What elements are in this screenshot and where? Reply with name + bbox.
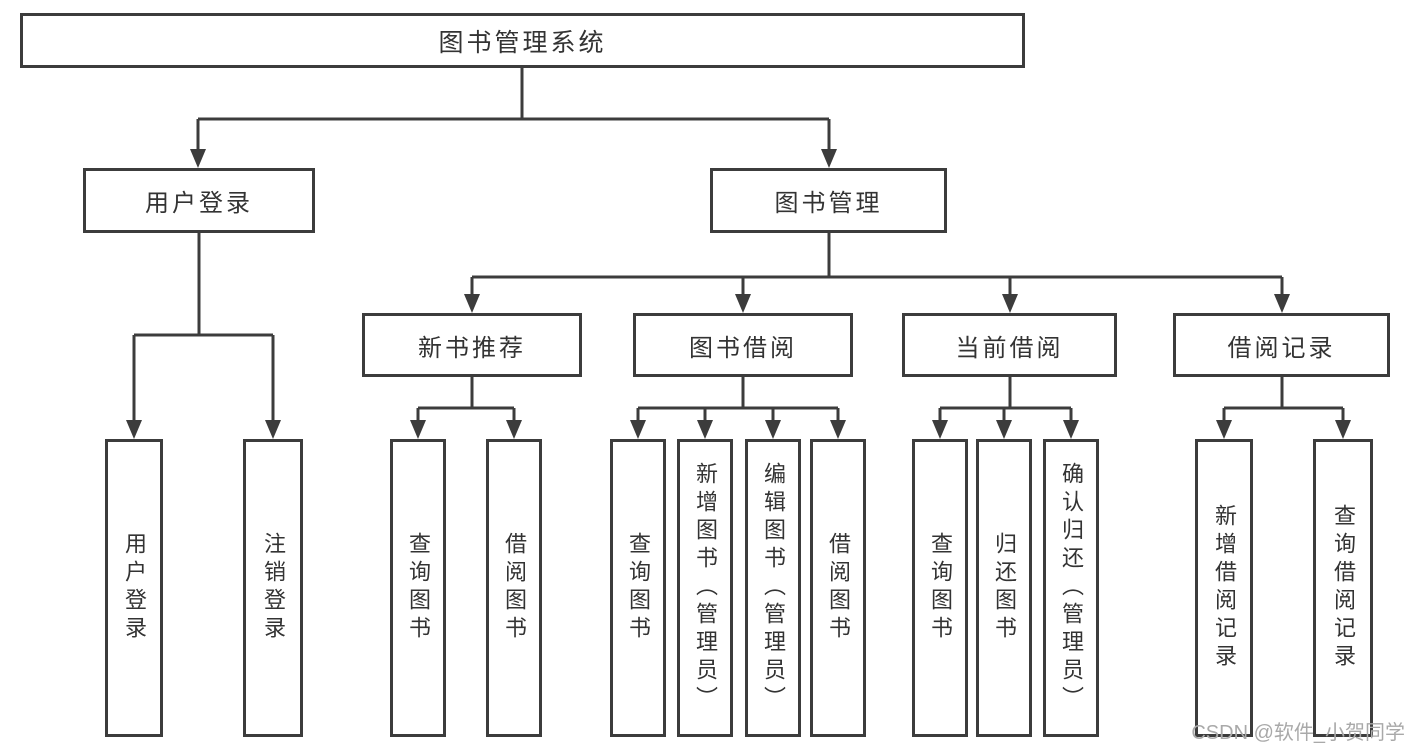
node-book-management: 图书管理 [710, 168, 947, 233]
leaf-br-add-record: 新增借阅记录 [1195, 439, 1253, 737]
leaf-logout: 注销登录 [243, 439, 303, 737]
leaf-user-login: 用户登录 [105, 439, 163, 737]
leaf-bb-borrow-books: 借阅图书 [810, 439, 866, 737]
leaf-cb-confirm-return: 确认归还（管理员） [1043, 439, 1099, 737]
leaf-logout-label: 注销登录 [261, 532, 286, 644]
leaf-nbr-query-books-label: 查询图书 [406, 532, 431, 644]
leaf-cb-return-books: 归还图书 [976, 439, 1032, 737]
arrowheads [126, 149, 1351, 439]
leaf-bb-edit-books-label: 编辑图书（管理员） [761, 462, 786, 714]
leaf-bb-borrow-books-label: 借阅图书 [826, 532, 851, 644]
node-new-book-recommend: 新书推荐 [362, 313, 582, 377]
leaf-br-add-record-label: 新增借阅记录 [1212, 504, 1237, 672]
leaf-bb-add-books-label: 新增图书（管理员） [693, 462, 718, 714]
leaf-br-query-record: 查询借阅记录 [1313, 439, 1373, 737]
leaf-cb-query-books-label: 查询图书 [928, 532, 953, 644]
node-user-login: 用户登录 [83, 168, 315, 233]
leaf-bb-query-books-label: 查询图书 [626, 532, 651, 644]
leaf-cb-query-books: 查询图书 [912, 439, 968, 737]
leaf-bb-edit-books: 编辑图书（管理员） [745, 439, 801, 737]
leaf-bb-add-books: 新增图书（管理员） [677, 439, 733, 737]
node-book-borrow: 图书借阅 [633, 313, 853, 377]
leaf-nbr-borrow-books: 借阅图书 [486, 439, 542, 737]
node-borrow-records: 借阅记录 [1173, 313, 1390, 377]
leaf-br-query-record-label: 查询借阅记录 [1331, 504, 1356, 672]
leaf-bb-query-books: 查询图书 [610, 439, 666, 737]
node-current-borrow: 当前借阅 [902, 313, 1117, 377]
leaf-nbr-borrow-books-label: 借阅图书 [502, 532, 527, 644]
leaf-nbr-query-books: 查询图书 [390, 439, 446, 737]
leaf-cb-confirm-return-label: 确认归还（管理员） [1059, 462, 1084, 714]
node-root: 图书管理系统 [20, 13, 1025, 68]
csdn-watermark: CSDN @软件_小贺同学 [1191, 722, 1405, 744]
leaf-cb-return-books-label: 归还图书 [992, 532, 1017, 644]
leaf-user-login-label: 用户登录 [122, 532, 147, 644]
